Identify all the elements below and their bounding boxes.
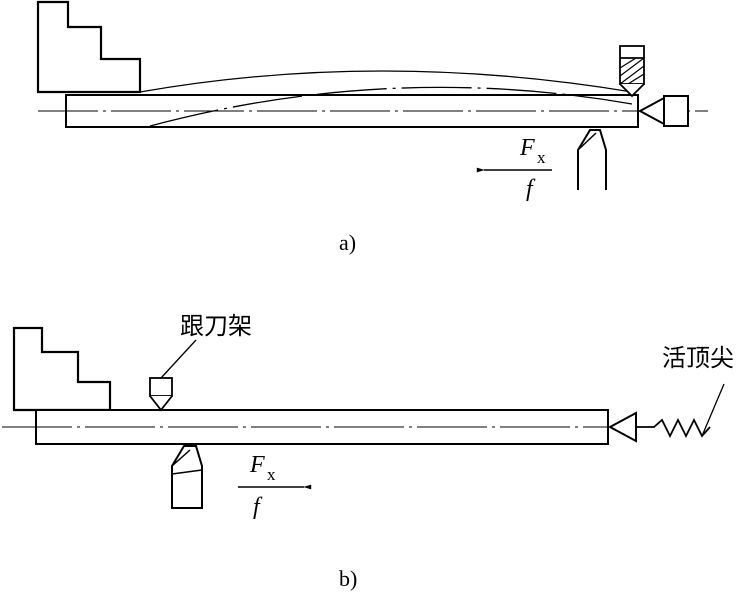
force-subscript-b: x <box>267 465 276 484</box>
live-center-label: 活顶尖 <box>662 344 734 372</box>
force-label-b: F <box>249 452 265 478</box>
feed-label-b: f <box>253 494 263 520</box>
tool-top-a <box>619 45 645 98</box>
bending-curve-axis-a <box>149 86 633 127</box>
chuck-b <box>12 326 112 412</box>
chuck-a <box>36 0 142 94</box>
live-center <box>607 383 725 443</box>
caption-b: b) <box>339 566 357 591</box>
figure-b <box>2 326 725 509</box>
cutting-tool-b <box>171 445 203 509</box>
force-label-a: F <box>519 135 535 161</box>
feed-label-a: f <box>526 176 536 202</box>
follower-rest-label: 跟刀架 <box>180 312 252 340</box>
bending-curve-top-a <box>139 70 633 93</box>
follower-rest <box>149 339 197 412</box>
tailstock-center-a <box>637 95 689 127</box>
figure-a <box>36 0 708 190</box>
caption-a: a) <box>339 230 356 255</box>
force-subscript-a: x <box>537 148 546 167</box>
cutting-tool-a <box>577 129 607 190</box>
